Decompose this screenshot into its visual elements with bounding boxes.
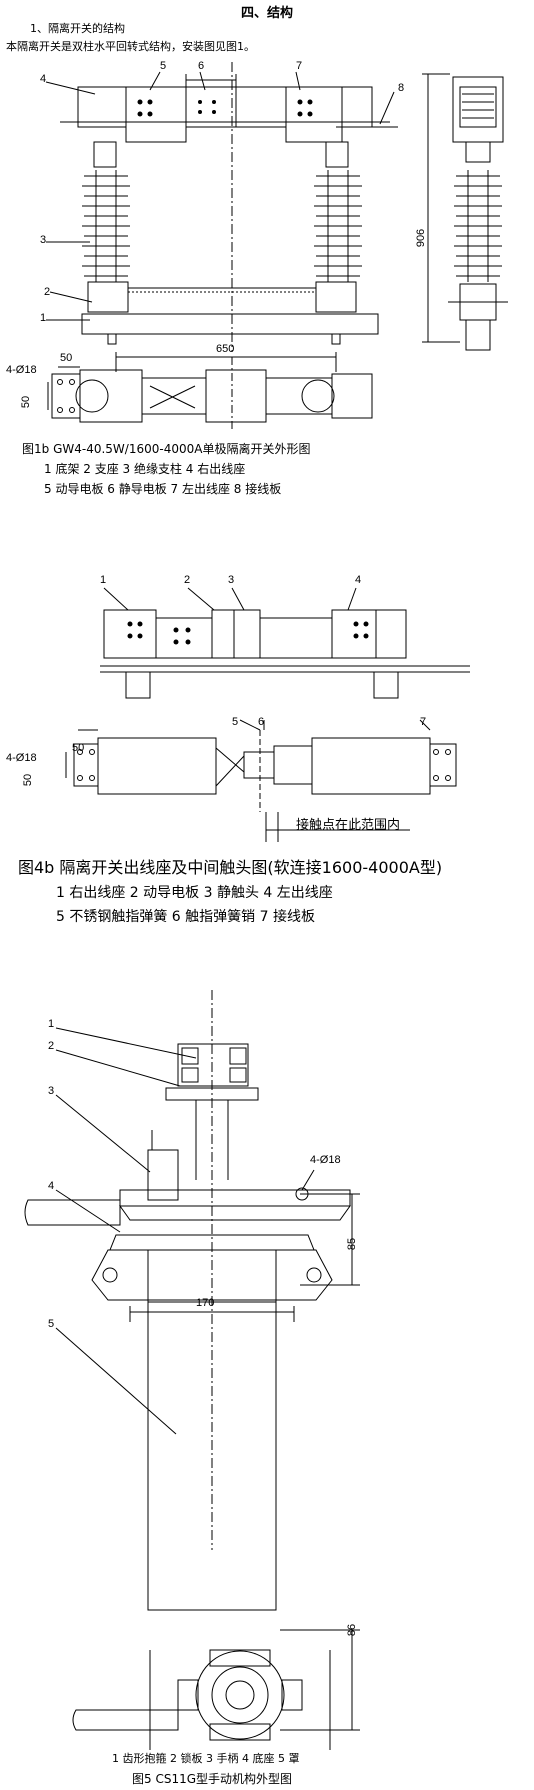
section-heading: 四、结构 [240, 6, 293, 21]
fig5-dim-86: 86 [346, 1623, 359, 1637]
fig1-label-4: 4 [40, 73, 47, 85]
fig5-legend: 1 齿形抱箍 2 锁板 3 手柄 4 底座 5 罩 [112, 1752, 300, 1765]
fig1-dim-height: 906 [415, 228, 428, 248]
fig1-label-2: 2 [44, 286, 51, 298]
fig4-label-3: 3 [228, 574, 235, 586]
intro-text: 本隔离开关是双柱水平回转式结构，安装图见图1。 [6, 40, 255, 53]
fig4-label-4: 4 [355, 574, 362, 586]
fig4-dim-50-top: 50 [72, 742, 85, 754]
fig4-dim-50-side: 50 [22, 773, 35, 787]
fig1-legend-line1: 1 底架 2 支座 3 绝缘支柱 4 右出线座 [44, 462, 246, 476]
fig4-label-6: 6 [258, 716, 265, 728]
fig4-legend-line1: 1 右出线座 2 动导电板 3 静触头 4 左出线座 [56, 885, 333, 901]
fig5-label-1: 1 [48, 1018, 55, 1030]
figure-5-drawing [24, 990, 360, 1750]
fig5-label-2: 2 [48, 1040, 55, 1052]
fig1-dim-hole: 4-Ø18 [6, 364, 37, 376]
fig1-label-3: 3 [40, 234, 47, 246]
fig1-label-5: 5 [160, 60, 167, 72]
fig4-label-1: 1 [100, 574, 107, 586]
fig1-label-1: 1 [40, 312, 47, 324]
fig4-caption: 图4b 隔离开关出线座及中间触头图(软连接1600-4000A型) [18, 858, 443, 877]
fig1-label-7: 7 [296, 60, 303, 72]
fig4-label-2: 2 [184, 574, 191, 586]
fig5-label-3: 3 [48, 1085, 55, 1097]
fig1-dim-50-top: 50 [60, 352, 73, 364]
fig5-label-4: 4 [48, 1180, 55, 1192]
fig1-legend-line2: 5 动导电板 6 静导电板 7 左出线座 8 接线板 [44, 482, 282, 496]
fig1-dim-50-side: 50 [20, 395, 33, 409]
fig4-dim-hole: 4-Ø18 [6, 752, 37, 764]
fig5-dim-85: 85 [346, 1237, 359, 1251]
fig4-legend-line2: 5 不锈钢触指弹簧 6 触指弹簧销 7 接线板 [56, 909, 315, 925]
fig5-label-5: 5 [48, 1318, 55, 1330]
fig5-dim-170: 170 [196, 1297, 215, 1309]
fig4-label-7: 7 [420, 716, 427, 728]
fig4-label-5: 5 [232, 716, 239, 728]
fig1-label-6: 6 [198, 60, 205, 72]
subsection-title: 1、隔离开关的结构 [30, 22, 125, 35]
fig1-dim-width: 650 [216, 343, 235, 355]
fig4-contact-note: 接触点在此范围内 [296, 818, 401, 833]
figure-4-drawing [65, 587, 470, 842]
fig5-dim-hole: 4-Ø18 [310, 1154, 341, 1166]
fig1-label-8: 8 [398, 82, 405, 94]
fig5-caption: 图5 CS11G型手动机构外型图 [132, 1772, 293, 1786]
figure-1-drawing [45, 62, 508, 432]
fig1-caption: 图1b GW4-40.5W/1600-4000A单极隔离开关外形图 [22, 442, 311, 456]
